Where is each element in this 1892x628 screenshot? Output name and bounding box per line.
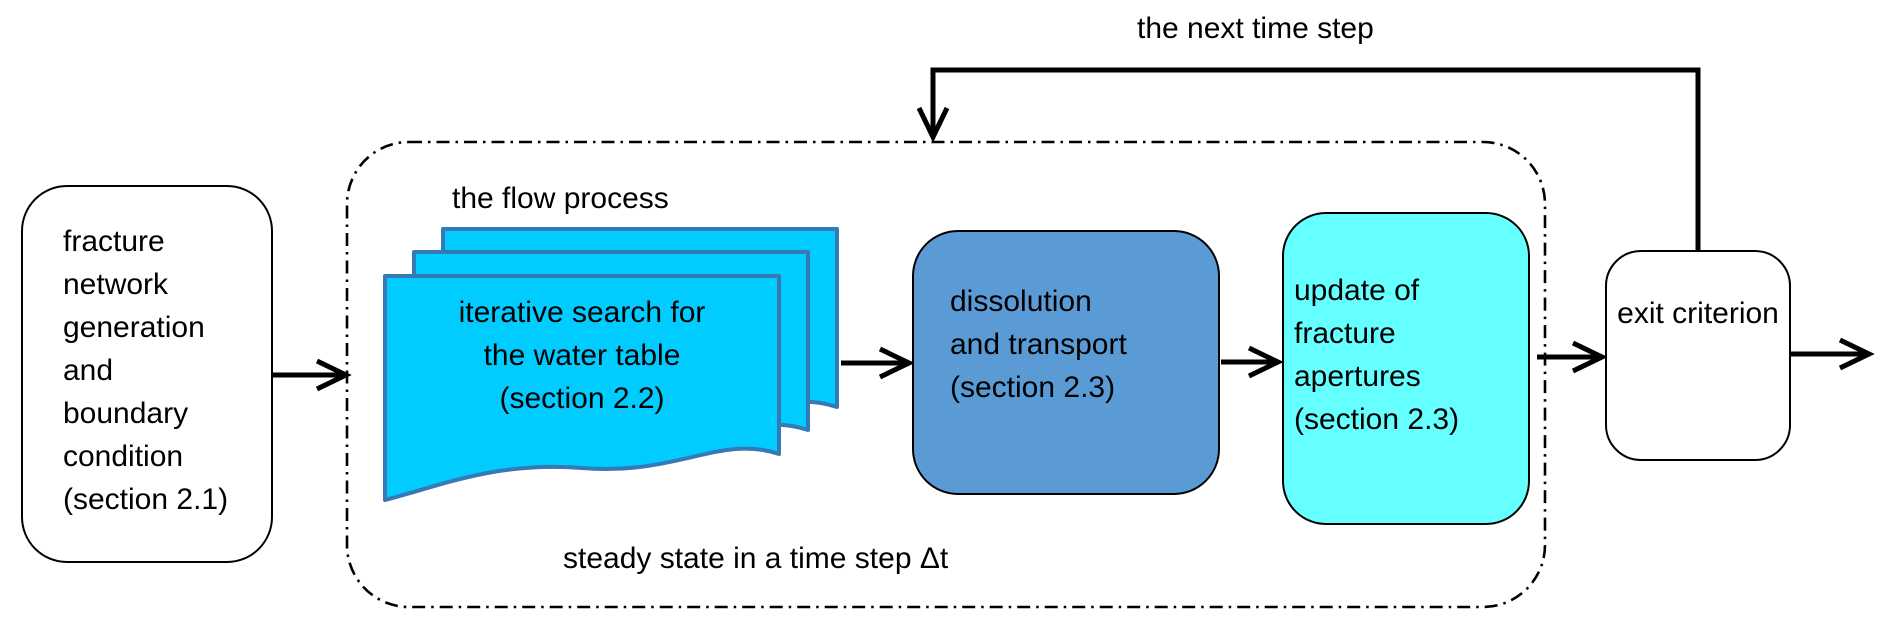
dissolution-transport-box: dissolution and transport (section 2.3) [912, 230, 1220, 495]
update-apertures-box: update of fracture apertures (section 2.… [1282, 212, 1530, 525]
arrow-flow-to-dissolution [841, 346, 915, 380]
arrow-exit-out [1791, 337, 1875, 371]
arrow-update-to-exit [1537, 340, 1608, 374]
arrow-fracture-to-flow [273, 358, 352, 392]
feedback-arrow-next-time-step [916, 67, 1701, 250]
arrow-dissolution-to-update [1221, 345, 1284, 379]
iterative-search-document-label: iterative search for the water table (se… [458, 296, 706, 415]
document-front [383, 274, 781, 502]
next-time-step-label: the next time step [1137, 12, 1374, 45]
exit-criterion-box: exit criterion [1605, 250, 1791, 461]
flow-process-label: the flow process [452, 182, 669, 215]
steady-state-label: steady state in a time step Δt [563, 542, 949, 575]
fracture-network-box: fracture network generation and boundary… [21, 185, 273, 563]
document-stack [383, 227, 839, 502]
